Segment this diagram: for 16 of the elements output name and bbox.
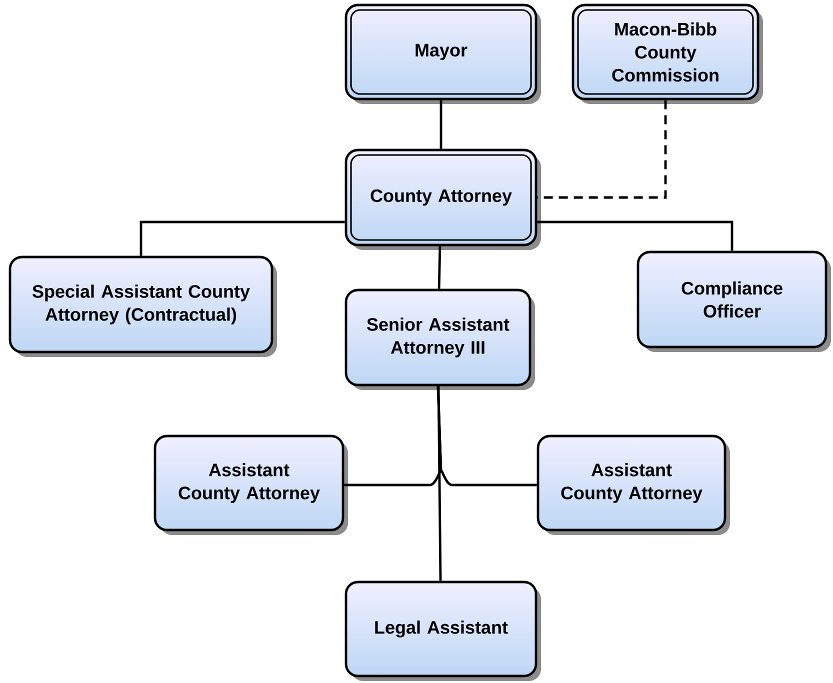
org-box: Assistant County Attorney [536, 434, 730, 535]
org-box: Senior Assistant Attorney III [344, 288, 535, 390]
connector-line [140, 220, 345, 256]
connector-line [440, 100, 442, 149]
connector-line [537, 100, 667, 199]
connector-line [436, 386, 537, 486]
org-box: Legal Assistant [344, 580, 541, 681]
org-box: Assistant County Attorney [154, 434, 348, 535]
org-box: Mayor [344, 4, 541, 104]
org-box: Macon-Bibb County Commission [572, 4, 763, 104]
connector-line [537, 220, 734, 251]
org-box: County Attorney [344, 148, 541, 250]
org-box: Compliance Officer [636, 250, 831, 352]
connector-line [437, 386, 442, 581]
connector-line [438, 246, 442, 289]
org-box: Special Assistant County Attorney (Contractual) [8, 256, 277, 357]
